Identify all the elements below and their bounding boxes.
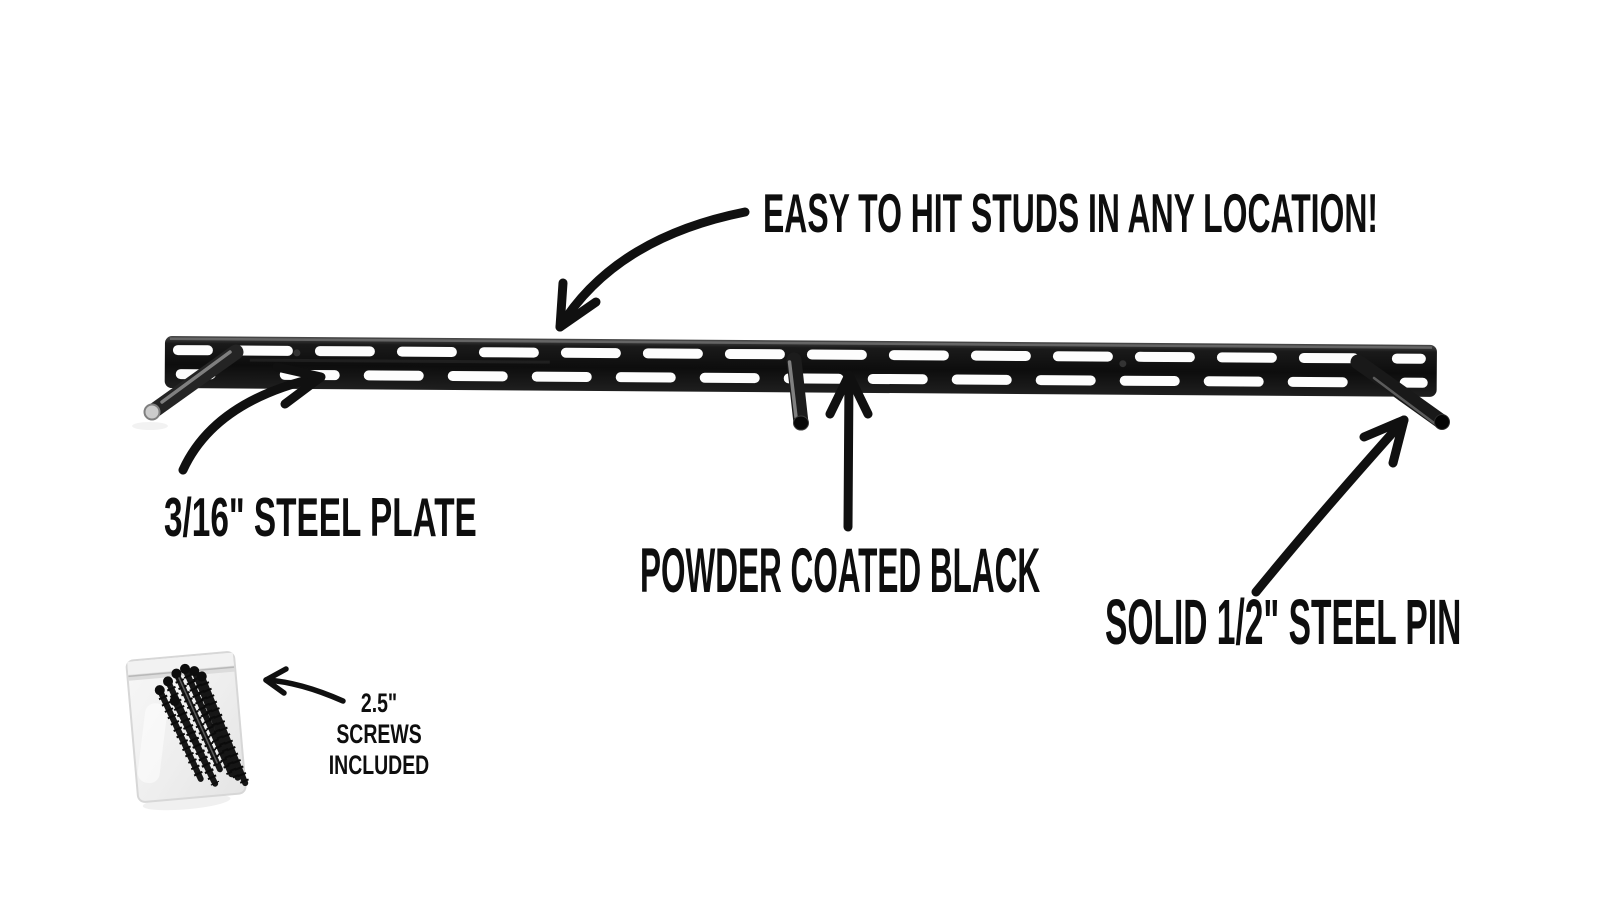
screws-included-note: 2.5" SCREWS INCLUDED <box>307 688 451 781</box>
steel-pin-label: SOLID 1/2" STEEL PIN <box>1105 586 1462 658</box>
bag-sheen <box>137 703 167 784</box>
screws-bag <box>125 651 250 811</box>
rail-screw-hole <box>293 349 301 357</box>
pin-end-cap <box>793 415 809 431</box>
middle-steel-pin <box>786 352 809 431</box>
pin-end-cap <box>1434 414 1450 430</box>
steel-plate-label: 3/16" STEEL PLATE <box>164 486 477 548</box>
screws-note-included: INCLUDED <box>328 750 430 780</box>
arrow-to-rail <box>555 207 750 332</box>
arrow-to-plate <box>178 362 326 475</box>
arrow-to-pin <box>1251 415 1409 597</box>
pin-silver-tip <box>143 403 161 421</box>
studs-callout-label: EASY TO HIT STUDS IN ANY LOCATION! <box>763 182 1379 244</box>
arrow-to-coating <box>825 370 873 532</box>
screws-note-size: 2.5" <box>360 688 398 718</box>
rail-screw-hole <box>1119 360 1127 368</box>
screws-note-screws: SCREWS <box>336 719 422 749</box>
screws <box>154 663 250 787</box>
left-steel-pin <box>132 344 244 430</box>
annotation-arrows <box>178 207 1409 704</box>
rail-top-reflection <box>169 337 1432 349</box>
arrow-to-screws-bag <box>263 666 346 704</box>
rail-gloss-streak <box>249 358 550 364</box>
rail-slots <box>172 345 1428 388</box>
bag-flap <box>127 652 234 675</box>
right-steel-pin <box>1350 354 1450 430</box>
powder-coat-label: POWDER COATED BLACK <box>640 536 1041 606</box>
